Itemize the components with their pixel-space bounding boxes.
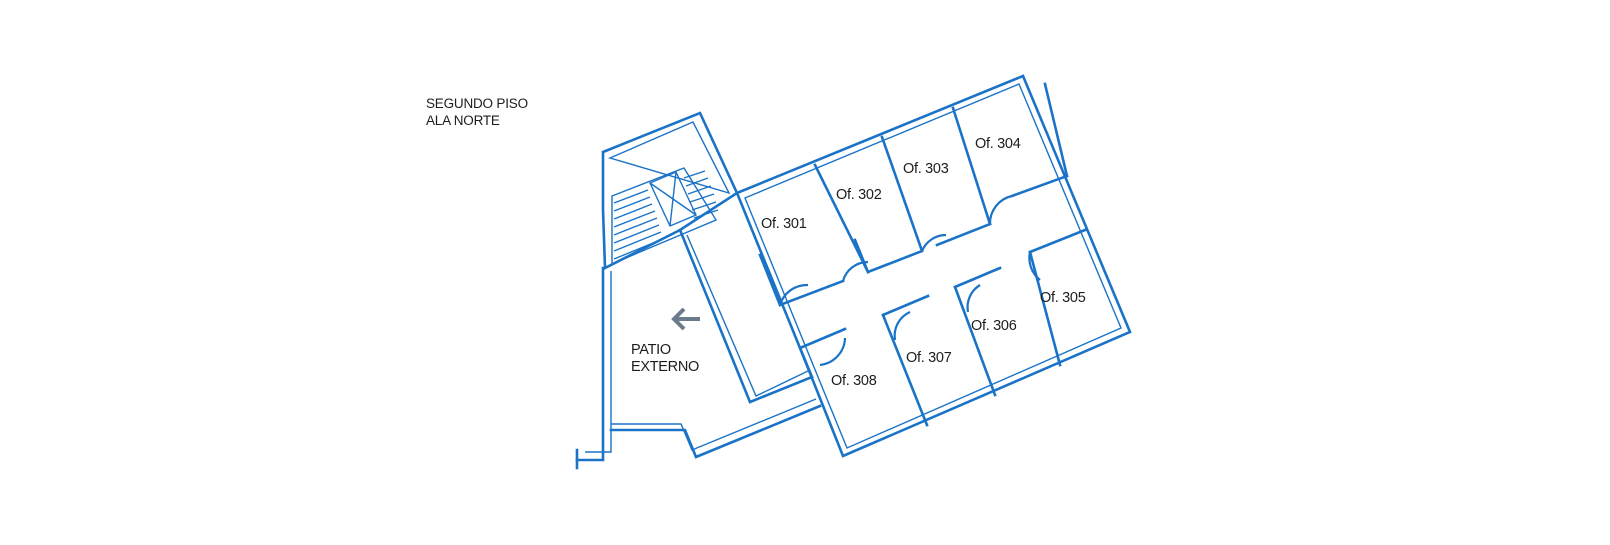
main-building <box>735 74 1132 458</box>
office-label-307: Of. 307 <box>906 350 952 366</box>
patio-label-line2: EXTERNO <box>631 359 699 375</box>
south-offices <box>798 228 1087 427</box>
floor-title: SEGUNDO PISO ALA NORTE <box>426 95 528 129</box>
patio-outline <box>575 266 822 470</box>
office-label-305: Of. 305 <box>1040 290 1086 306</box>
stairs-icon <box>611 167 719 266</box>
stair-core-inner-wall <box>607 121 731 195</box>
elevator-icon <box>649 171 697 227</box>
building-outline <box>735 74 1132 458</box>
corridor-wall-west <box>678 228 814 404</box>
stair-core-outline <box>601 111 739 271</box>
north-offices <box>758 82 1069 307</box>
door-304 <box>988 194 1013 225</box>
door-305 <box>1028 251 1041 281</box>
door-302 <box>841 260 869 282</box>
office-label-302: Of. 302 <box>836 187 882 203</box>
door-308 <box>819 337 847 367</box>
patio-label-line1: PATIO <box>631 342 671 358</box>
stair-core <box>601 111 739 271</box>
door-307 <box>893 310 911 341</box>
office-label-308: Of. 308 <box>831 373 877 389</box>
office-label-306: Of. 306 <box>971 318 1017 334</box>
office-label-303: Of. 303 <box>903 161 949 177</box>
floor-title-line2: ALA NORTE <box>426 113 500 128</box>
door-303 <box>920 233 947 252</box>
office-label-304: Of. 304 <box>975 136 1021 152</box>
door-306 <box>966 284 981 313</box>
floor-title-line1: SEGUNDO PISO <box>426 96 528 111</box>
office-label-301: Of. 301 <box>761 216 807 232</box>
building-inner <box>744 83 1122 449</box>
door-301 <box>778 283 809 306</box>
arrow-left-icon <box>671 307 700 331</box>
